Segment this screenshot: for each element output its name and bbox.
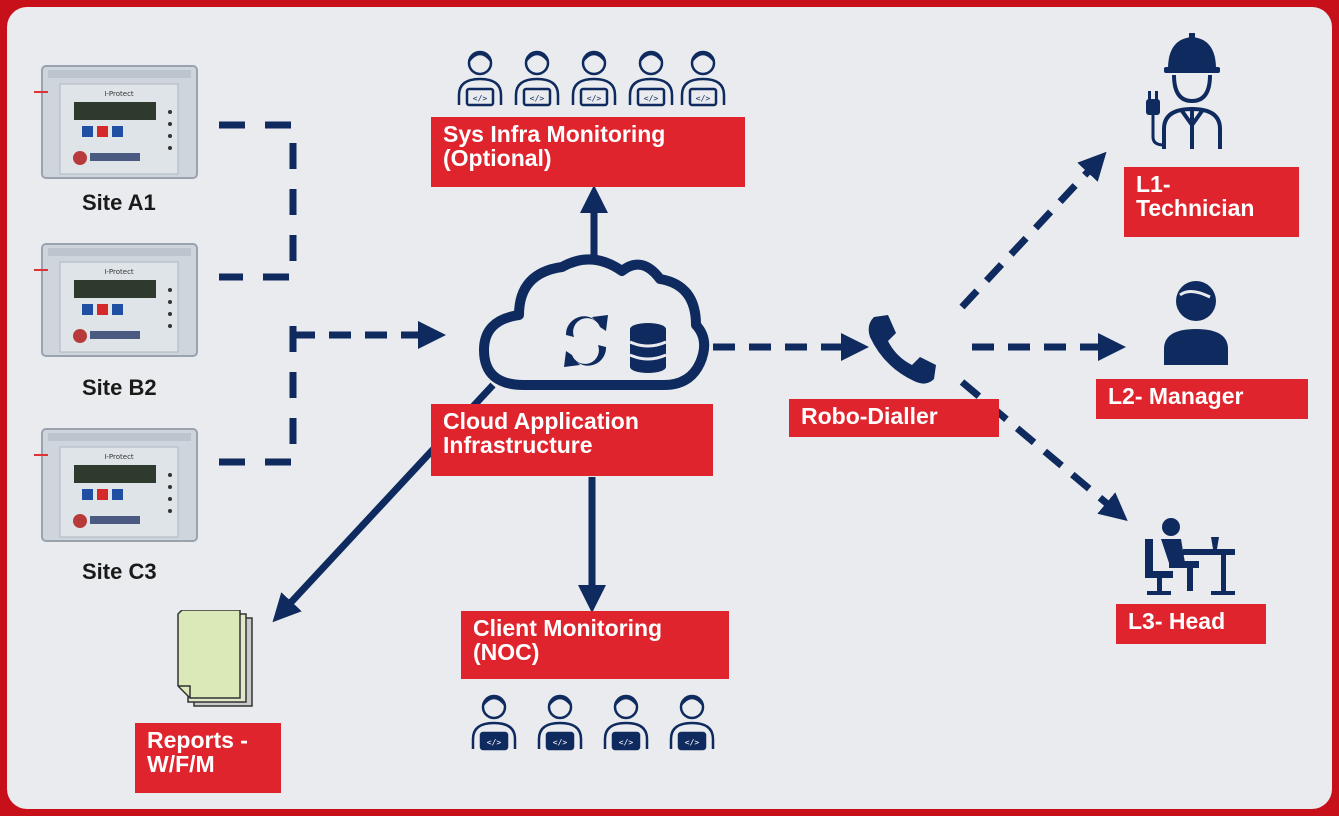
cloud-label: Cloud Application Infrastructure (431, 404, 713, 476)
sys-infra-person-icon: </> (680, 50, 726, 107)
l1-technician-label: L1- Technician (1124, 167, 1299, 237)
site-bracket (219, 307, 297, 466)
noc-person-icon: </> (471, 694, 517, 751)
document-stack-icon (177, 610, 253, 707)
svg-text:</>: </> (644, 94, 659, 103)
site-b2-label: Site B2 (82, 375, 157, 400)
sys-infra-label: Sys Infra Monitoring (Optional) (431, 117, 745, 187)
svg-text:I-Protect: I-Protect (104, 453, 134, 461)
site-a1-label: Site A1 (82, 190, 156, 215)
site-c3-device: I-Protect (34, 428, 198, 542)
noc-person-icon: </> (537, 694, 583, 751)
site-c3-label: Site C3 (82, 559, 157, 584)
noc-person-icon: </> (603, 694, 649, 751)
desk-worker-icon (1145, 518, 1235, 595)
sys-infra-person-icon: </> (457, 50, 503, 107)
svg-text:</>: </> (696, 94, 711, 103)
reports-label: Reports - W/F/M (135, 723, 281, 793)
robo-dialler-label: Robo-Dialler (789, 399, 999, 437)
svg-text:</>: </> (530, 94, 545, 103)
svg-text:</>: </> (473, 94, 488, 103)
technician-icon (1146, 33, 1222, 149)
cloud-sync-database-icon (479, 254, 710, 390)
site-a1-device: I-Protect (34, 65, 198, 179)
diagram-panel: I-Protect Site A1 I-Protect Site B2 I-Pr… (7, 7, 1332, 809)
noc-person-icon: </> (669, 694, 715, 751)
svg-text:</>: </> (487, 738, 502, 747)
svg-text:</>: </> (619, 738, 634, 747)
svg-text:I-Protect: I-Protect (104, 90, 134, 98)
sys-infra-person-icon: </> (628, 50, 674, 107)
svg-text:</>: </> (553, 738, 568, 747)
client-monitoring-label: Client Monitoring (NOC) (461, 611, 729, 679)
l3-head-label: L3- Head (1116, 604, 1266, 644)
l2-manager-label: L2- Manager (1096, 379, 1308, 419)
site-b2-device: I-Protect (34, 243, 198, 357)
phone-icon (868, 315, 936, 384)
sys-infra-person-icon: </> (514, 50, 560, 107)
site-bracket (219, 121, 297, 281)
svg-text:I-Protect: I-Protect (104, 268, 134, 276)
svg-text:</>: </> (685, 738, 700, 747)
robo-to-l1-arrow (959, 151, 1107, 310)
manager-icon (1164, 281, 1228, 365)
svg-text:</>: </> (587, 94, 602, 103)
sys-infra-person-icon: </> (571, 50, 617, 107)
